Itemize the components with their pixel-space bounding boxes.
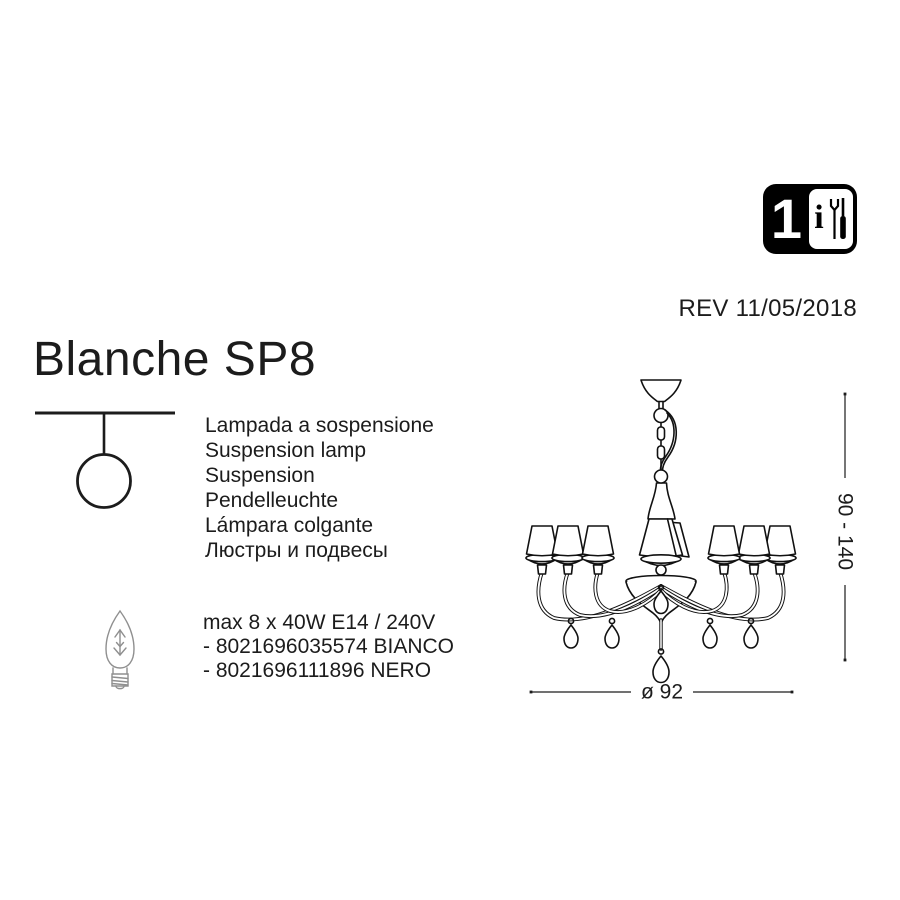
description-item: Pendelleuchte	[205, 489, 339, 512]
info-icon: i	[814, 199, 824, 236]
tools-icon	[827, 195, 848, 243]
description-item: Lámpara colgante	[205, 514, 374, 537]
candle-bulb-icon	[90, 608, 150, 702]
description-item: Люстры и подвесы	[205, 539, 388, 562]
description-item: Suspension	[205, 464, 315, 487]
spec-list: max 8 x 40W E14 / 240V - 8021696035574 B…	[203, 611, 454, 683]
chandelier-technical-drawing: 90 - 140 ø 92	[500, 368, 890, 708]
spec-item: - 8021696035574 BIANCO	[203, 635, 455, 658]
description-list: Lampada a sospensione Suspension lamp Su…	[205, 413, 434, 563]
description-item: Suspension lamp	[205, 439, 367, 462]
spec-item: max 8 x 40W E14 / 240V	[203, 611, 436, 634]
badge-count: 1	[770, 187, 803, 250]
page-title: Blanche SP8	[33, 333, 317, 386]
assembly-badge: 1 i	[763, 184, 857, 254]
dimension-height-label: 90 - 140	[834, 493, 857, 570]
pendant-lamp-symbol-icon	[30, 404, 180, 510]
spec-item: - 8021696111896 NERO	[203, 659, 432, 682]
revision-label: REV 11/05/2018	[678, 295, 857, 322]
description-item: Lampada a sospensione	[205, 414, 434, 437]
badge-info-box: i	[809, 189, 853, 249]
dimension-diameter-label: ø 92	[641, 681, 683, 704]
